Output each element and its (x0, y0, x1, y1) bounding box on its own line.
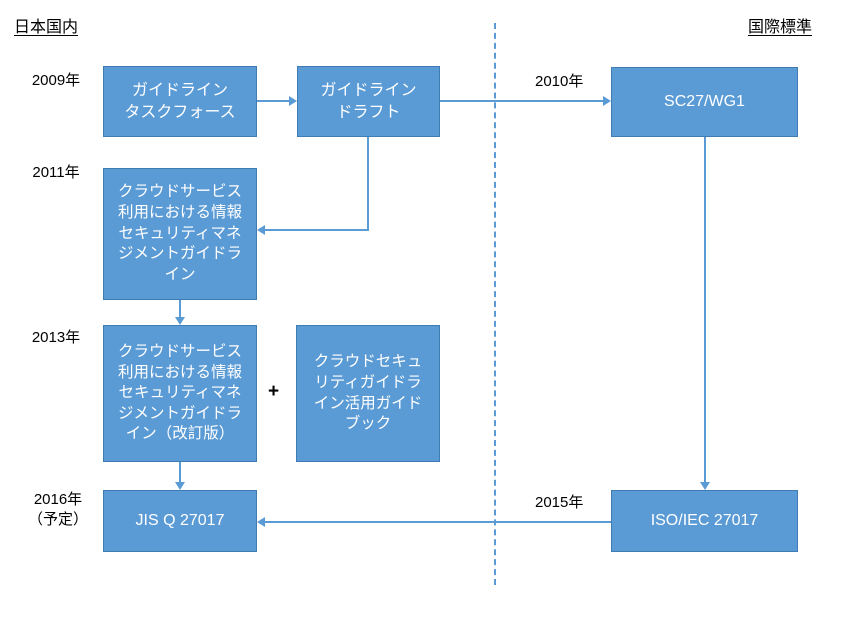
edge-label-2010: 2010年 (535, 73, 584, 90)
edge-label-2015: 2015年 (535, 494, 584, 511)
year-label-2011: 2011年 (32, 164, 80, 181)
connector-guideline2013-to-jis (179, 462, 181, 482)
node-guideline-taskforce-label: ガイドライン タスクフォース (124, 82, 236, 121)
node-cloud-guideline-2013-label: クラウドサービス 利用における情報 セキュリティマネ ジメントガイドラ イン（改… (117, 342, 242, 443)
node-sc27-wg1-label: SC27/WG1 (664, 93, 745, 111)
year-label-2009: 2009年 (31, 72, 81, 89)
connector-iso-to-jis (265, 521, 611, 523)
node-jis-q-27017-label: JIS Q 27017 (135, 512, 225, 530)
arrowhead-guideline2013-to-jis (175, 482, 185, 490)
domestic-international-divider (494, 23, 496, 585)
connector-guideline2011-to-guideline2013 (179, 300, 181, 317)
node-iso-iec-27017[interactable]: ISO/IEC 27017 (611, 490, 798, 552)
connector-draft-to-guideline-horizontal (265, 229, 369, 231)
arrowhead-guideline2011-to-guideline2013 (175, 317, 185, 325)
connector-sc27-to-iso (704, 137, 706, 482)
node-cloud-guideline-2011[interactable]: クラウドサービス 利用における情報 セキュリティマネ ジメントガイドラ イン (103, 168, 257, 300)
node-guideline-draft-label: ガイドライン ドラフト (320, 82, 417, 121)
connector-taskforce-to-draft (257, 100, 289, 102)
node-iso-iec-27017-label: ISO/IEC 27017 (650, 512, 759, 530)
year-label-2016: 2016年 （予定） (27, 491, 88, 529)
arrowhead-iso-to-jis (257, 517, 265, 527)
section-header-domestic: 日本国内 (14, 19, 79, 36)
node-jis-q-27017[interactable]: JIS Q 27017 (103, 490, 257, 552)
section-header-international: 国際標準 (748, 19, 813, 36)
node-guideline-taskforce[interactable]: ガイドライン タスクフォース (103, 66, 257, 137)
plus-operator: + (268, 381, 280, 402)
node-cloud-guidebook-2013[interactable]: クラウドセキュ リティガイドラ イン活用ガイド ブック (296, 325, 440, 462)
node-cloud-guidebook-2013-label: クラウドセキュ リティガイドラ イン活用ガイド ブック (313, 353, 423, 433)
node-cloud-guideline-2013[interactable]: クラウドサービス 利用における情報 セキュリティマネ ジメントガイドラ イン（改… (103, 325, 257, 462)
connector-draft-to-guideline-vertical (367, 137, 369, 231)
connector-draft-to-sc27 (440, 100, 603, 102)
arrowhead-draft-to-guideline (257, 225, 265, 235)
arrowhead-draft-to-sc27 (603, 96, 611, 106)
arrowhead-sc27-to-iso (700, 482, 710, 490)
node-guideline-draft[interactable]: ガイドライン ドラフト (297, 66, 440, 137)
year-label-2013: 2013年 (31, 329, 81, 346)
arrowhead-taskforce-to-draft (289, 96, 297, 106)
node-sc27-wg1[interactable]: SC27/WG1 (611, 67, 798, 137)
node-cloud-guideline-2011-label: クラウドサービス 利用における情報 セキュリティマネ ジメントガイドラ イン (117, 183, 242, 283)
